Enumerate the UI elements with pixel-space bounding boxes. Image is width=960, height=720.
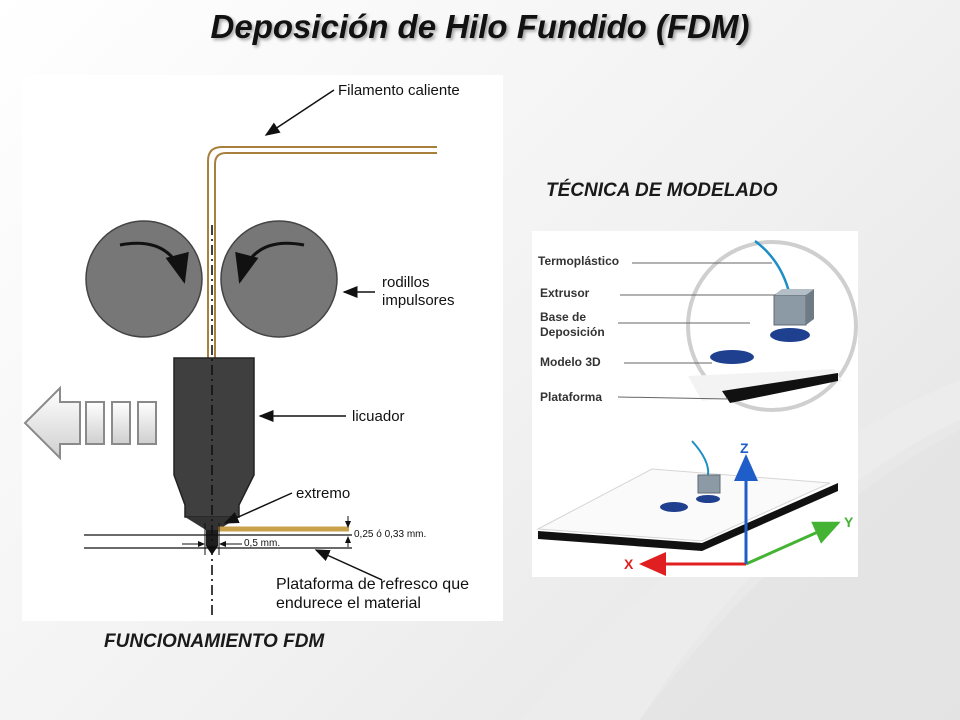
axis-x-label: X xyxy=(624,556,634,572)
caption-modeling: TÉCNICA DE MODELADO xyxy=(546,180,778,201)
fdm-diagram: Filamento caliente rodillos impulsores l… xyxy=(84,82,469,615)
label-thermoplastic: Termoplástico xyxy=(538,254,619,268)
label-tip: extremo xyxy=(296,485,350,502)
build-platform xyxy=(536,440,838,551)
axis-y-label: Y xyxy=(844,514,854,530)
label-base-2: Deposición xyxy=(540,325,605,339)
label-extruder: Extrusor xyxy=(540,286,590,300)
left-roller xyxy=(85,220,203,338)
magnified-view xyxy=(686,239,858,412)
axis-y xyxy=(745,521,841,566)
modeling-diagram: Termoplástico Extrusor Base de Deposició… xyxy=(536,239,858,576)
rotation-arrow-icon xyxy=(235,241,305,284)
filament xyxy=(207,146,437,525)
label-liquefier: licuador xyxy=(352,408,405,425)
label-rollers: rodillos xyxy=(382,274,430,291)
label-platform-small: Plataforma xyxy=(540,390,602,404)
label-base: Base de xyxy=(540,310,586,324)
rotation-arrow-icon xyxy=(119,241,189,284)
label-layer-thickness: 0,25 ó 0,33 mm. xyxy=(354,529,426,540)
liquefier xyxy=(173,357,255,555)
fdm-diagram-panel: Filamento caliente rodillos impulsores l… xyxy=(22,75,503,621)
page-title: Deposición de Hilo Fundido (FDM) xyxy=(210,8,750,45)
caption-fdm: FUNCIONAMIENTO FDM xyxy=(104,631,325,652)
label-platform: Plataforma de refresco que xyxy=(276,576,469,593)
label-model: Modelo 3D xyxy=(540,355,601,369)
label-bead-width: 0,5 mm. xyxy=(244,538,280,549)
left-arrow-icon xyxy=(23,385,157,461)
axis-z-label: Z xyxy=(740,440,749,456)
right-roller xyxy=(220,220,338,338)
label-platform-2: endurece el material xyxy=(276,595,421,612)
modeling-diagram-panel: Termoplástico Extrusor Base de Deposició… xyxy=(532,231,858,577)
label-rollers-2: impulsores xyxy=(382,292,455,309)
label-hot-filament: Filamento caliente xyxy=(338,82,460,99)
